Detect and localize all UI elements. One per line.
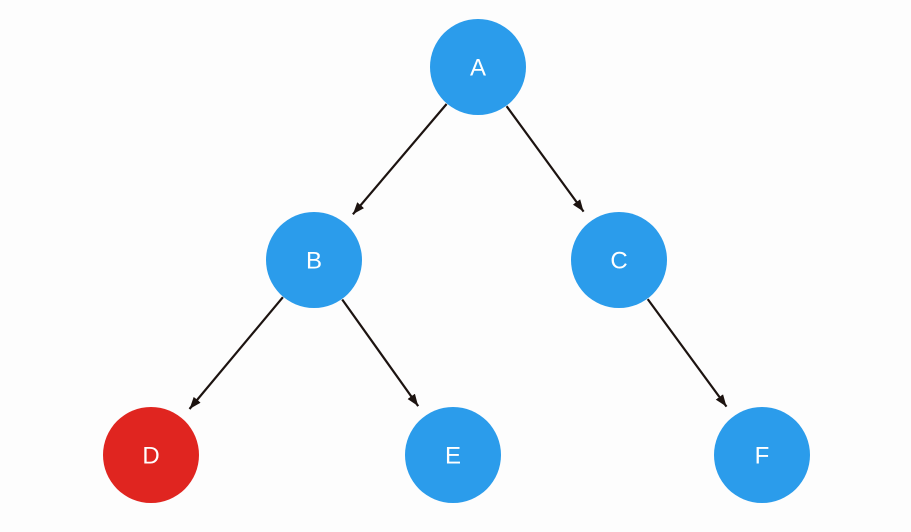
node-label-A: A [470,54,486,81]
node-label-F: F [755,442,770,469]
tree-node-D: D [103,407,199,503]
tree-node-F: F [714,407,810,503]
tree-node-B: B [266,212,362,308]
node-label-D: D [142,442,159,469]
tree-node-A: A [430,19,526,115]
node-circle-C [571,212,667,308]
tree-node-E: E [405,407,501,503]
node-circle-E [405,407,501,503]
nodes-layer: A B C D E F [103,19,810,503]
edge-A-C [505,105,585,213]
node-circle-D [103,407,199,503]
tree-node-C: C [571,212,667,308]
node-label-B: B [306,247,322,274]
node-label-E: E [445,442,461,469]
edge-B-E [341,298,420,407]
node-circle-F [714,407,810,503]
edges-layer [188,103,728,410]
node-circle-B [266,212,362,308]
edge-C-F [646,298,728,408]
node-circle-A [430,19,526,115]
node-label-C: C [610,247,627,274]
edge-B-D [188,296,284,410]
edge-A-B [352,103,448,216]
